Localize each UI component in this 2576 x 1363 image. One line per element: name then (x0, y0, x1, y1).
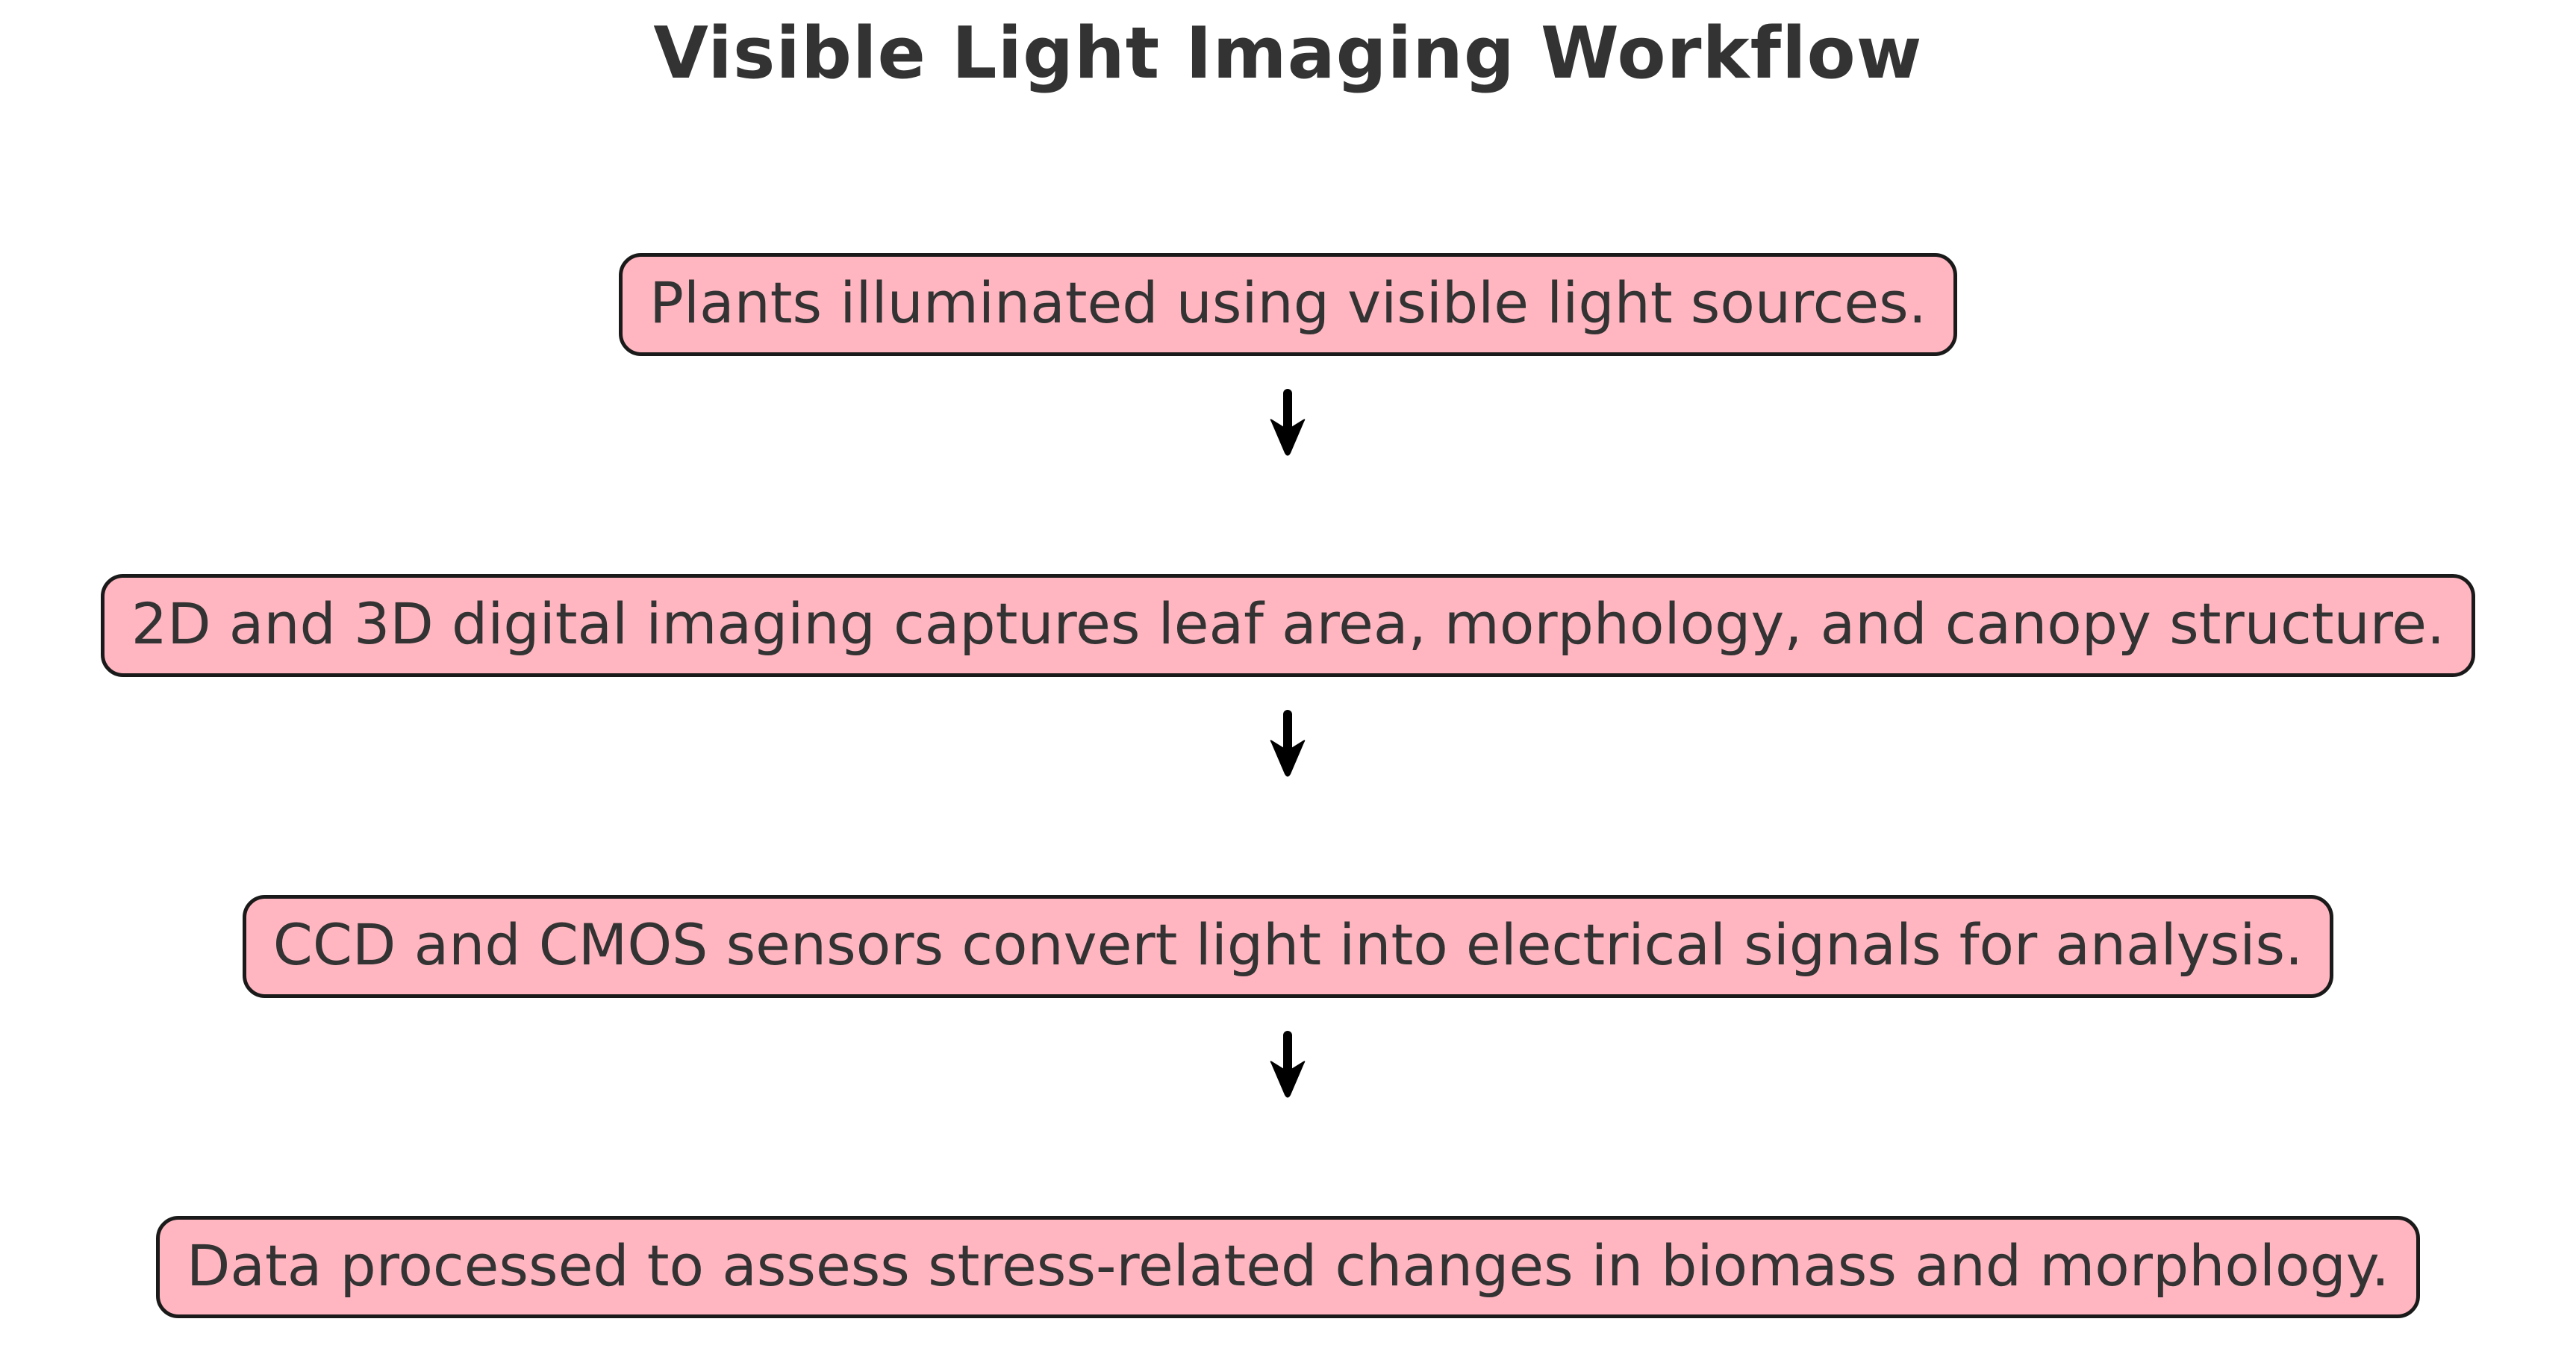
page-title: Visible Light Imaging Workflow (653, 13, 1923, 95)
flow-node-step-2: 2D and 3D digital imaging captures leaf … (100, 574, 2476, 677)
arrow-down-icon (1270, 709, 1306, 777)
flow-node-step-3: CCD and CMOS sensors convert light into … (242, 894, 2334, 998)
arrow-down-icon (1270, 389, 1306, 456)
arrow-down-icon (1270, 1030, 1306, 1098)
flowchart: Plants illuminated using visible light s… (100, 95, 2476, 1319)
flow-node-step-4: Data processed to assess stress-related … (155, 1215, 2421, 1319)
flow-node-step-1: Plants illuminated using visible light s… (619, 253, 1957, 357)
